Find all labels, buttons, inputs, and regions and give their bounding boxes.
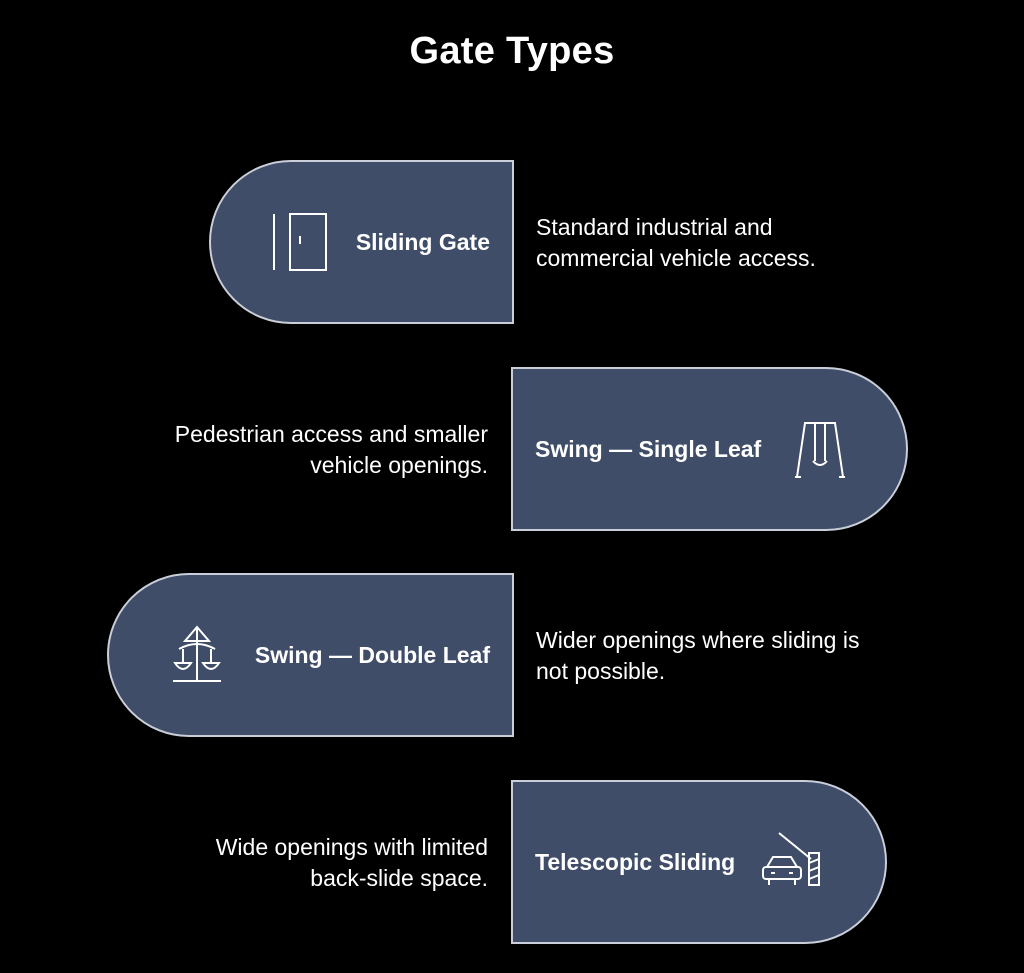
gate-type-swing-double-leaf: Swing — Double Leaf xyxy=(107,573,514,737)
page-title: Gate Types xyxy=(409,30,615,72)
gate-type-label: Telescopic Sliding xyxy=(535,848,736,875)
gate-type-label: Sliding Gate xyxy=(355,228,490,255)
swing-icon xyxy=(787,417,851,481)
gate-type-description: Wider openings where sliding is not poss… xyxy=(536,627,860,684)
gate-type-telescopic-sliding: Telescopic Sliding xyxy=(511,780,887,944)
gate-type-swing-single-leaf: Swing — Single Leaf xyxy=(511,367,908,531)
gate-type-description: Wide openings with limited back-slide sp… xyxy=(215,834,488,891)
gate-type-description: Pedestrian access and smaller vehicle op… xyxy=(174,421,488,478)
sliding-door-icon xyxy=(268,210,332,274)
gate-type-description: Standard industrial and commercial vehic… xyxy=(536,214,816,271)
carousel-icon xyxy=(165,623,229,687)
car-barrier-icon xyxy=(757,829,823,895)
gate-type-label: Swing — Double Leaf xyxy=(254,641,490,668)
gate-type-label: Swing — Single Leaf xyxy=(535,435,762,462)
gate-type-sliding-gate: Sliding Gate xyxy=(209,160,514,324)
